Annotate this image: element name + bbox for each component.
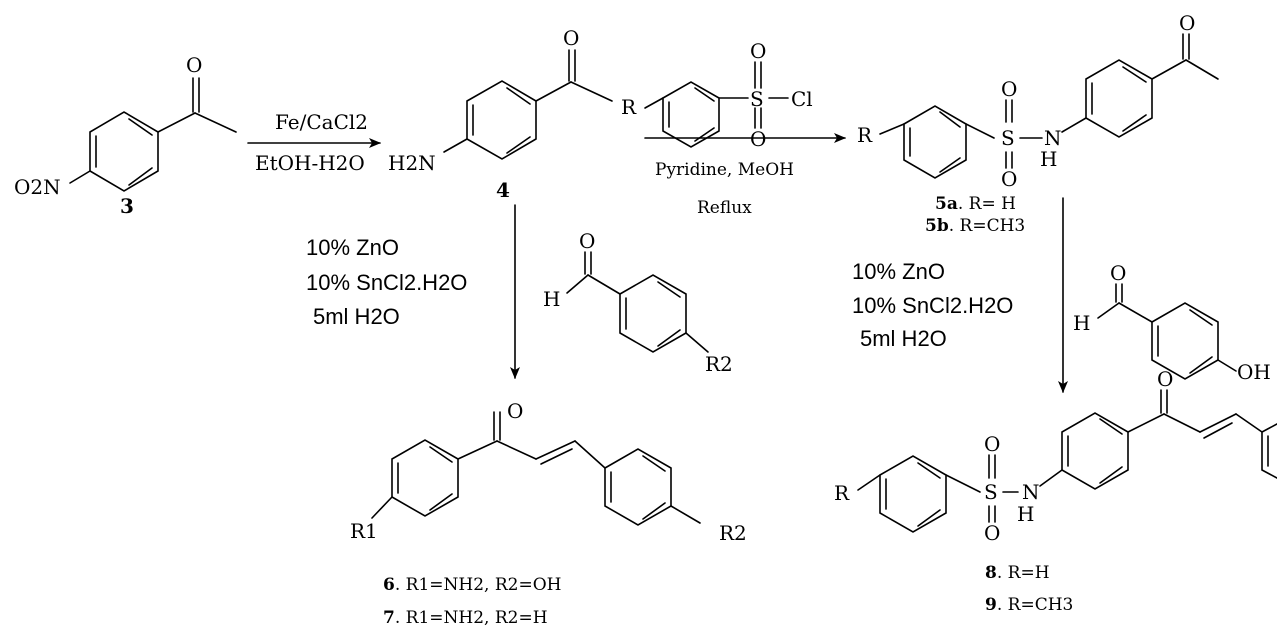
compound-8-9-structure: R O S O N H O	[834, 367, 1277, 545]
step1-reagent: Fe/CaCl2	[275, 110, 368, 134]
compound-5-sulfur: S	[1001, 126, 1015, 150]
step4-catalyst: 10% ZnO	[852, 259, 945, 284]
compound-8-9-sulfur: S	[984, 480, 998, 504]
compound-5a-caption: 5a. R= H	[935, 194, 1016, 214]
aldehyde-hydroxy-hydrogen: H	[1073, 311, 1090, 335]
compound-8-9-r-group: R	[834, 481, 850, 505]
compound-8-9-nitrogen: N	[1022, 480, 1040, 504]
step3-catalyst: 10% ZnO	[306, 235, 399, 260]
compound-4-carbonyl-oxygen: O	[563, 26, 579, 50]
compound-5-sulfonyl-oxygen-bottom: O	[1001, 167, 1017, 191]
compound-9-caption: 9. R=CH3	[985, 595, 1073, 615]
compound-3-carbonyl-oxygen: O	[186, 53, 202, 77]
chalcone-r2-substituent: R2	[719, 521, 747, 545]
chalcone-6-7-structure: O R1 R2	[350, 399, 747, 545]
sulfonyl-chloride-structure: R O S O Cl	[621, 39, 813, 151]
aldehyde-r2-substituent: R2	[705, 352, 733, 376]
compound-3-structure: O O2N 3	[14, 53, 237, 218]
step4-cocatalyst: 10% SnCl2.H2O	[852, 293, 1013, 318]
step3-solvent: 5ml H2O	[313, 304, 400, 329]
compound-5-structure: R O S O N H O	[857, 11, 1219, 191]
compound-5-nitrogen: N	[1044, 126, 1062, 150]
compound-8-9-carbonyl-oxygen: O	[1157, 367, 1173, 391]
step3-cocatalyst: 10% SnCl2.H2O	[306, 270, 467, 295]
step4-solvent: 5ml H2O	[860, 326, 947, 351]
aldehyde-r2-structure: O H R2	[543, 229, 733, 376]
step2-condition: Reflux	[697, 198, 752, 218]
chalcone-carbonyl-oxygen: O	[507, 399, 523, 423]
sulfonyl-oxygen-bottom: O	[750, 127, 766, 151]
compound-5-nh-hydrogen: H	[1040, 147, 1057, 171]
compound-8-9-nh-hydrogen: H	[1017, 502, 1034, 526]
compound-4-amine-group: H2N	[388, 151, 436, 175]
compound-8-9-sulfonyl-oxygen-bottom: O	[984, 521, 1000, 545]
compound-6-caption: 6. R1=NH2, R2=OH	[383, 575, 561, 595]
step1-solvent: EtOH-H2O	[255, 151, 365, 175]
sulfonyl-chlorine: Cl	[791, 87, 813, 111]
aldehyde-hydroxy-oxygen: O	[1110, 261, 1126, 285]
aldehyde-r2-hydrogen: H	[543, 287, 560, 311]
aldehyde-hydroxy-oh-group: OH	[1237, 360, 1271, 384]
compound-4-label: 4	[496, 178, 510, 202]
compound-5b-caption: 5b. R=CH3	[925, 216, 1025, 236]
compound-5-r-group: R	[857, 123, 873, 147]
compound-4-structure: O H2N 4	[388, 26, 613, 202]
compound-3-label: 3	[120, 194, 134, 218]
sulfonyl-oxygen-top: O	[750, 39, 766, 63]
compound-5-carbonyl-oxygen: O	[1179, 11, 1195, 35]
aldehyde-hydroxy-structure: O H OH	[1073, 261, 1271, 384]
aldehyde-r2-oxygen: O	[579, 229, 595, 253]
compound-8-9-sulfonyl-oxygen-top: O	[984, 432, 1000, 456]
sulfonyl-r-group: R	[621, 95, 637, 119]
step2-solvent: Pyridine, MeOH	[655, 160, 794, 180]
compound-8-caption: 8. R=H	[985, 563, 1050, 583]
chalcone-r1-substituent: R1	[350, 519, 378, 543]
compound-5-sulfonyl-oxygen-top: O	[1001, 77, 1017, 101]
compound-7-caption: 7. R1=NH2, R2=H	[383, 608, 548, 628]
sulfonyl-sulfur: S	[750, 87, 764, 111]
compound-3-nitro-group: O2N	[14, 175, 61, 199]
